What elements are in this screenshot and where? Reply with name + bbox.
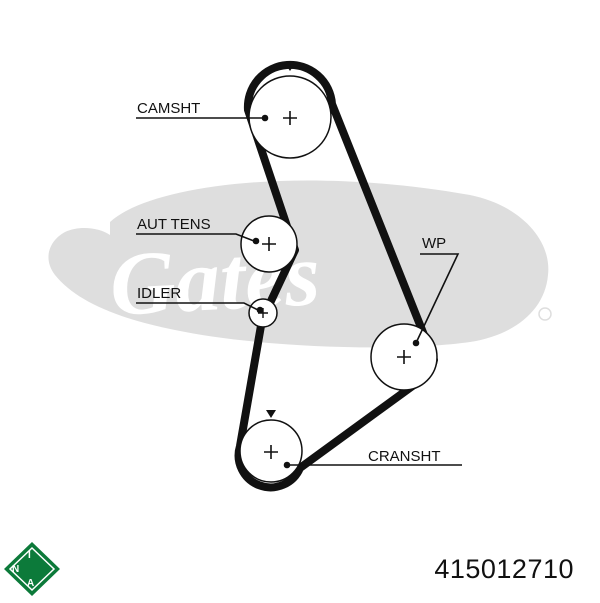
water-pump-pulley (370, 323, 438, 391)
gates-watermark: Gates (48, 180, 552, 348)
ina-logo-letter-n: N (12, 564, 20, 575)
water-pump-label: WP (422, 235, 446, 252)
auto-tensioner-label: AUT TENS (137, 216, 211, 233)
ina-logo-shape (4, 542, 60, 596)
auto-tensioner-pulley (240, 215, 298, 273)
ina-logo-letter-i: I (28, 550, 31, 561)
ina-logo-letter-a: A (27, 578, 35, 589)
registered-mark-icon (538, 307, 552, 321)
part-number: 415012710 (434, 554, 574, 584)
crankshaft-timing-mark-icon (266, 410, 276, 418)
idler-pulley (248, 298, 278, 328)
camshaft-timing-mark-icon (284, 62, 296, 71)
crankshaft-pulley (239, 410, 303, 483)
crankshaft-label: CRANSHT (368, 448, 441, 465)
camshaft-label: CAMSHT (137, 100, 200, 117)
leader-lines (136, 114, 462, 469)
ina-logo: I N A (2, 540, 62, 598)
camshaft-pulley (248, 62, 332, 159)
idler-label: IDLER (137, 285, 181, 302)
